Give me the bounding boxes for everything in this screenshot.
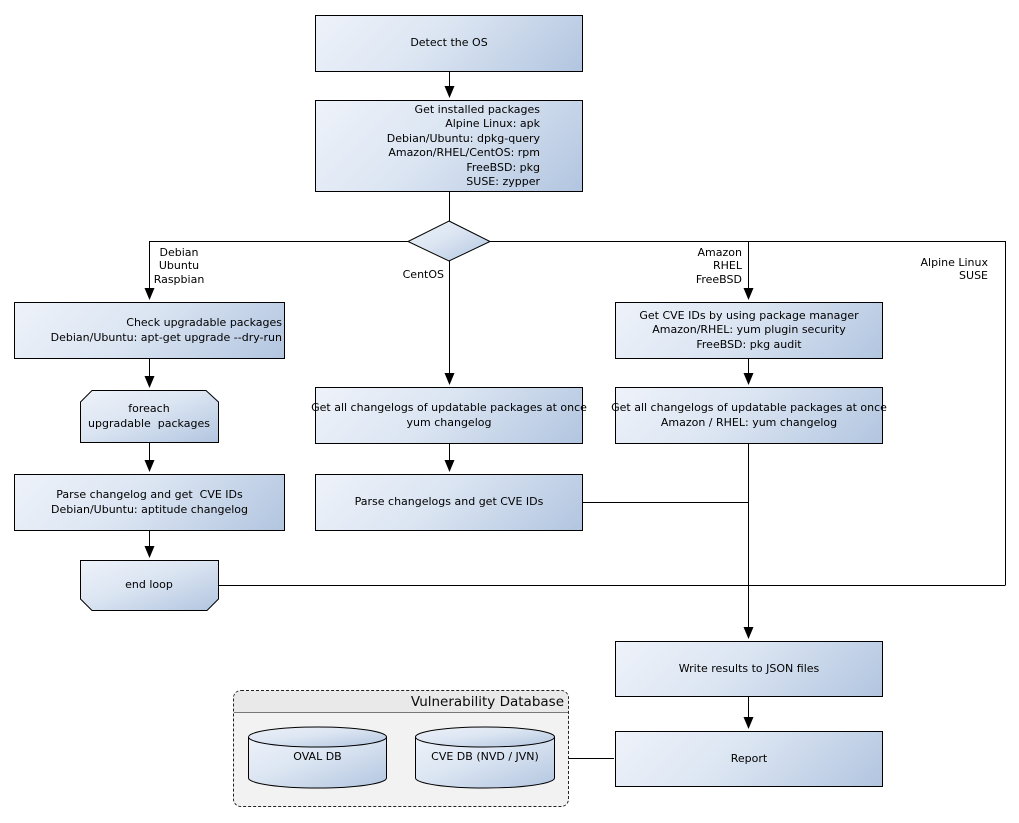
oval-db-cylinder [248,726,387,789]
node-write-results: Write results to JSON files [615,641,883,697]
node-mid-parse-changelogs: Parse changelogs and get CVE IDs [315,474,583,531]
branch-label-debian: Debian Ubuntu Raspbian [153,246,205,286]
node-detect-os: Detect the OS [315,15,583,72]
cve-db-cylinder [415,726,555,789]
end-loop-label: end loop [125,577,173,591]
node-parse-changelog: Parse changelog and get CVE IDs Debian/U… [14,474,285,531]
node-check-upgradable-packages: Check upgradable packages Debian/Ubuntu:… [14,302,285,359]
connector-debian-branch [144,241,409,300]
connector-alpine-branch [489,241,1006,585]
node-get-installed-packages: Get installed packages Alpine Linux: apk… [315,100,583,192]
end-loop-shape [80,560,219,611]
node-mid-get-changelogs: Get all changelogs of updatable packages… [311,387,587,444]
os-decision-diamond [406,220,492,262]
cve-db-label: CVE DB (NVD / JVN) [431,749,539,763]
branch-label-amazon: Amazon RHEL FreeBSD [695,246,742,286]
node-get-cve-ids: Get CVE IDs by using package manager Ama… [615,302,883,359]
vulnerability-database-title: Vulnerability Database [234,691,568,713]
oval-db-label: OVAL DB [293,749,342,763]
branch-label-alpine: Alpine Linux SUSE [920,256,989,283]
node-report: Report [615,731,883,787]
foreach-loop-label: foreach upgradable packages [88,402,210,430]
branch-label-centos: CentOS [402,268,444,281]
foreach-loop-shape [80,390,219,443]
node-right-get-changelogs: Get all changelogs of updatable packages… [611,387,887,444]
